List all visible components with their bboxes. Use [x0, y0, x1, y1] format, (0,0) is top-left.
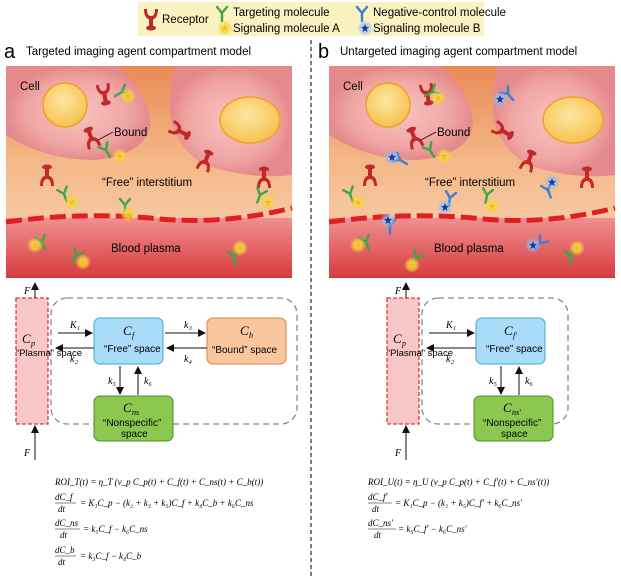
svg-text:“Nonspecific”: “Nonspecific”: [483, 418, 541, 429]
eq-dcb: = k₃C_f − k₄C_b: [80, 551, 142, 561]
svg-text:F: F: [394, 448, 402, 459]
panel-b-illustration: Cell Bound “Free” interstitium Blood pla…: [328, 66, 616, 278]
signaling-a-icon: [217, 20, 233, 36]
svg-text:p: p: [30, 339, 35, 348]
cell-label: Cell: [20, 81, 40, 93]
svg-text:dC_b: dC_b: [55, 545, 75, 555]
svg-text:ns: ns: [132, 408, 139, 417]
svg-text:b: b: [249, 331, 253, 340]
legend-background: [138, 2, 484, 36]
panel-a-compartment-model: C p “Plasma” space F F C f “Free” space …: [15, 282, 298, 460]
legend-negative: Negative-control molecule: [373, 7, 506, 19]
svg-text:k₄: k₄: [184, 354, 192, 365]
nucleus-left: [42, 82, 88, 128]
panel-a-equations: ROI_T(t) = η_T (v_p C_p(t) + C_f(t) + C_…: [54, 477, 263, 567]
svg-text:f′: f′: [513, 331, 517, 340]
svg-text:dC_ns′: dC_ns′: [368, 518, 394, 528]
vessel-wall-b: [328, 205, 616, 225]
svg-text:C: C: [504, 323, 513, 338]
svg-text:C: C: [503, 400, 512, 415]
svg-text:Bound: Bound: [437, 127, 470, 139]
svg-text:space: space: [501, 429, 528, 440]
plasma-compartment: [15, 297, 49, 425]
svg-text:k₅: k₅: [108, 376, 116, 387]
svg-text:“Free” space: “Free” space: [486, 344, 543, 355]
svg-text:space: space: [121, 429, 148, 440]
svg-text:dt: dt: [60, 530, 68, 540]
svg-text:dC_f: dC_f: [55, 492, 74, 502]
svg-text:k₂: k₂: [70, 354, 78, 365]
cb-symbol: C: [240, 323, 249, 338]
nonspecific-compartment: [93, 395, 174, 442]
cf-label: “Free” space: [104, 344, 161, 355]
svg-text:k₂: k₂: [446, 354, 454, 365]
legend-receptor: Receptor: [162, 14, 209, 26]
free-compartment: [93, 317, 164, 365]
svg-text:K₁: K₁: [69, 320, 80, 331]
svg-text:F: F: [23, 286, 31, 297]
svg-text:dt: dt: [58, 557, 66, 567]
tissue-boundary: [50, 297, 298, 425]
eq-roi-targeted: ROI_T(t) = η_T (v_p C_p(t) + C_f(t) + C_…: [54, 477, 263, 487]
svg-text:= K₁C_p − (k₂ + k₅)C_f′ + k₆C_: = K₁C_p − (k₂ + k₅)C_f′ + k₆C_ns′: [395, 498, 523, 508]
svg-text:Cell: Cell: [343, 81, 363, 93]
cf-symbol: C: [123, 323, 132, 338]
eq-roi-untargeted: ROI_U(t) = η_U (v_p C_p(t) + C_f′(t) + C…: [367, 477, 549, 487]
nucleus-right: [219, 96, 281, 144]
svg-text:k₅: k₅: [489, 376, 497, 387]
cp-symbol: C: [22, 331, 31, 346]
svg-text:k₆: k₆: [525, 376, 533, 387]
svg-text:k₆: k₆: [144, 376, 152, 387]
panel-a-letter: a: [4, 41, 16, 63]
signaling-b-icon: [357, 20, 373, 36]
svg-text:Blood plasma: Blood plasma: [434, 243, 504, 255]
cb-label: “Bound” space: [212, 345, 277, 356]
svg-text:dt: dt: [374, 530, 382, 540]
legend-targeting: Targeting molecule: [233, 7, 330, 19]
panel-b-title: Untargeted imaging agent compartment mod…: [340, 46, 577, 58]
eq-dcns: = k₅C_f − k₆C_ns: [83, 524, 148, 534]
svg-text:dC_f′: dC_f′: [368, 492, 389, 502]
panel-a-title: Targeted imaging agent compartment model: [26, 46, 251, 58]
cp-label: “Plasma” space: [16, 348, 82, 359]
svg-text:F: F: [23, 448, 31, 459]
eq-dcf: = K₁C_p − (k₂ + k₃ + k₅)C_f + k₄C_b + k₆…: [80, 498, 254, 508]
svg-text:“Free” interstitium: “Free” interstitium: [425, 177, 515, 189]
legend: Receptor Targeting molecule Signaling mo…: [138, 2, 506, 36]
cns-symbol: C: [123, 400, 132, 415]
svg-text:p: p: [401, 339, 406, 348]
svg-text:dC_ns: dC_ns: [55, 518, 79, 528]
panel-b-equations: ROI_U(t) = η_U (v_p C_p(t) + C_f′(t) + C…: [367, 477, 549, 540]
svg-text:“Plasma” space: “Plasma” space: [387, 348, 453, 359]
legend-signal-b: Signaling molecule B: [373, 23, 481, 35]
svg-text:“Nonspecific”: “Nonspecific”: [103, 418, 161, 429]
plasma-label: Blood plasma: [111, 243, 181, 255]
vessel-wall: [5, 205, 293, 225]
svg-text:F: F: [394, 286, 402, 297]
panel-a-illustration: Cell Bound “Free” interstitium Blood pla…: [5, 66, 293, 278]
svg-text:dt: dt: [58, 504, 66, 514]
svg-text:dt: dt: [372, 504, 380, 514]
svg-text:ns′: ns′: [512, 408, 521, 417]
svg-text:= k₅C_f′ − k₆C_ns′: = k₅C_f′ − k₆C_ns′: [398, 524, 468, 534]
panel-b-compartment-model: C p “Plasma” space F F C f′ “Free” space…: [386, 282, 569, 460]
bound-compartment: [206, 317, 287, 365]
free-label: “Free” interstitium: [102, 177, 192, 189]
panel-b-letter: b: [318, 41, 329, 63]
svg-text:f: f: [132, 331, 136, 340]
legend-signal-a: Signaling molecule A: [233, 23, 340, 35]
bound-label: Bound: [114, 127, 147, 139]
svg-text:k₃: k₃: [184, 320, 192, 331]
svg-text:K₁: K₁: [445, 320, 456, 331]
svg-text:C: C: [393, 331, 402, 346]
